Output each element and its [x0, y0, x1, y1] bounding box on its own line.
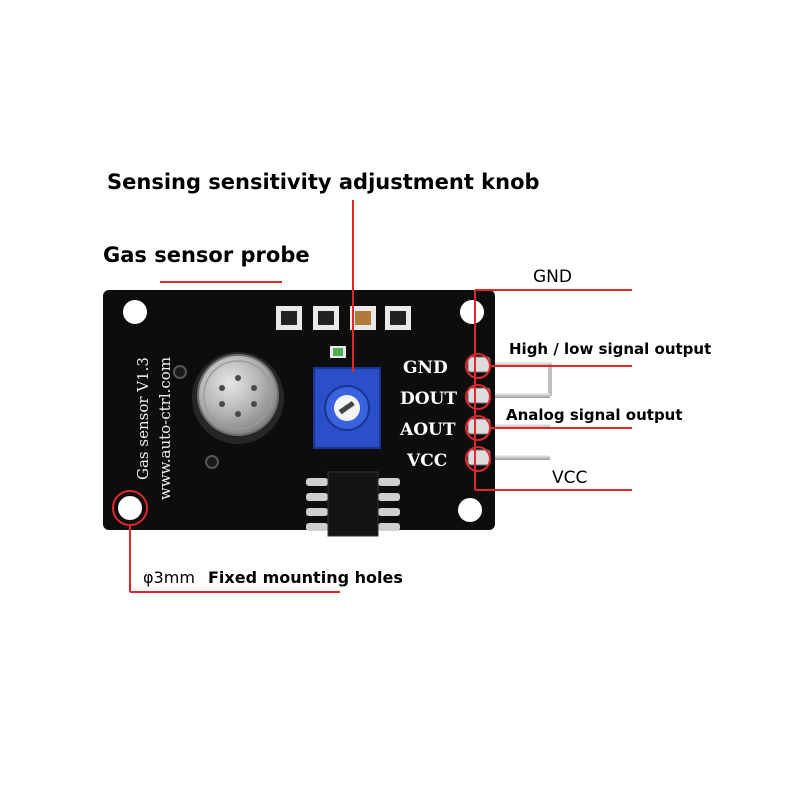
pin-leg-vcc [488, 455, 550, 460]
via [205, 455, 219, 469]
smd-resistor-2 [313, 306, 339, 330]
sensor-vent-holes [219, 375, 257, 417]
smd-led [330, 346, 346, 358]
ic-chip [306, 471, 400, 537]
label-gnd: GND [533, 267, 572, 287]
pin-label-dout: DOUT [400, 389, 457, 409]
via [173, 365, 187, 379]
board-body [103, 290, 495, 530]
sensitivity-potentiometer [313, 367, 381, 449]
mounting-hole-top-right [460, 300, 484, 324]
header-pins [488, 362, 552, 460]
label-high-low-output: High / low signal output [509, 340, 711, 358]
silkscreen-model: Gas sensor V1.3 [134, 357, 152, 480]
pin-leg-dout [488, 393, 550, 398]
gas-sensor-probe [192, 352, 284, 444]
pin-leg-gnd [488, 362, 552, 396]
mounting-hole-top-left [123, 300, 147, 324]
pcb-board: Gas sensor V1.3 www.auto-ctrl.com [103, 290, 495, 537]
smd-resistor-3 [385, 306, 411, 330]
label-vcc: VCC [552, 468, 587, 488]
pin-label-vcc: VCC [406, 451, 447, 471]
smd-resistor-1 [276, 306, 302, 330]
mounting-hole-bottom-right [458, 498, 482, 522]
pin-label-gnd: GND [403, 358, 448, 378]
label-hole-diameter: φ3mm [143, 568, 195, 587]
header-pads [467, 356, 491, 466]
callout-pin-bracket [474, 289, 632, 491]
pin-label-aout: AOUT [399, 420, 456, 440]
callout-circle-vcc [465, 446, 491, 472]
label-mounting-holes: Fixed mounting holes [208, 568, 403, 587]
label-sensitivity-knob: Sensing sensitivity adjustment knob [107, 170, 540, 194]
label-analog-output: Analog signal output [506, 406, 683, 424]
mounting-hole-bottom-left [118, 496, 142, 520]
smd-capacitor [350, 306, 376, 330]
callout-lines [112, 200, 632, 593]
silkscreen-url: www.auto-ctrl.com [156, 357, 174, 500]
callout-circle-dout [465, 384, 491, 410]
pin-leg-aout [488, 424, 550, 429]
label-gas-probe: Gas sensor probe [103, 243, 310, 267]
